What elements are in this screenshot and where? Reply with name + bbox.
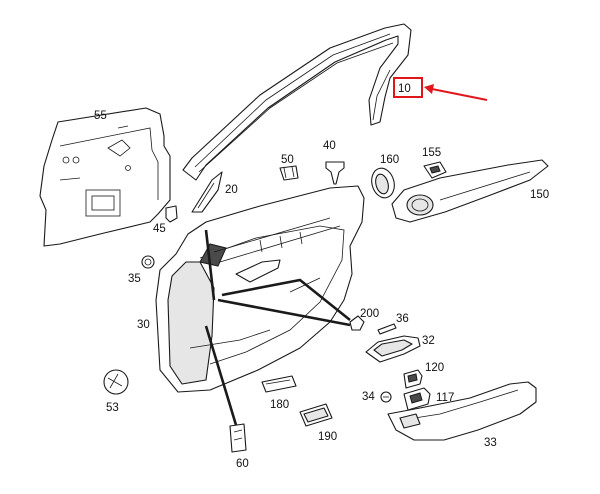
label-34: 34 xyxy=(362,391,375,403)
part-60-connector xyxy=(229,423,247,453)
label-190: 190 xyxy=(318,431,337,443)
label-30: 30 xyxy=(137,319,150,331)
part-190-lamp-module xyxy=(299,403,333,427)
highlight-arrow-head xyxy=(424,84,434,94)
part-200-clip xyxy=(349,315,365,331)
part-180-lamp xyxy=(261,375,297,393)
label-120: 120 xyxy=(425,362,444,374)
part-150-upper-trim xyxy=(391,159,549,223)
label-32: 32 xyxy=(422,335,435,347)
label-150: 150 xyxy=(530,189,549,201)
label-33: 33 xyxy=(484,437,497,449)
part-55-door-carrier-panel xyxy=(39,107,171,247)
highlight-part-10 xyxy=(393,77,488,101)
part-32-handle-bezel xyxy=(365,335,421,363)
part-40-clip xyxy=(325,161,345,185)
part-120-switch-block xyxy=(403,369,423,389)
part-35-grommet xyxy=(141,255,155,269)
label-180: 180 xyxy=(270,399,289,411)
label-200: 200 xyxy=(360,308,379,320)
part-53-tool xyxy=(103,369,129,395)
part-155-switch xyxy=(423,161,447,179)
part-34-screw xyxy=(380,391,392,403)
label-50: 50 xyxy=(281,154,294,166)
part-160-speaker-cover xyxy=(371,167,395,199)
part-10-window-frame-trim xyxy=(182,23,412,181)
part-45-clip xyxy=(165,205,178,223)
label-117: 117 xyxy=(436,392,454,404)
label-55: 55 xyxy=(94,110,107,122)
part-20-mirror-triangle-trim xyxy=(191,171,223,213)
label-60: 60 xyxy=(236,458,249,470)
leader-lines xyxy=(204,229,351,426)
label-160: 160 xyxy=(380,154,399,166)
label-155: 155 xyxy=(422,147,441,159)
label-20: 20 xyxy=(225,184,238,196)
label-35: 35 xyxy=(128,273,141,285)
part-117-switch-panel xyxy=(403,387,431,411)
label-10: 10 xyxy=(398,83,411,95)
part-36-trim xyxy=(377,323,397,335)
label-40: 40 xyxy=(323,140,336,152)
highlight-arrow-shaft xyxy=(431,88,488,101)
label-36: 36 xyxy=(396,313,409,325)
part-33-armrest xyxy=(387,381,537,441)
label-45: 45 xyxy=(153,223,166,235)
part-labels: 10 55 40 50 160 155 20 150 45 35 200 36 … xyxy=(94,83,549,470)
highlight-box xyxy=(393,77,423,98)
label-53: 53 xyxy=(106,402,119,414)
part-50-clip xyxy=(279,165,299,181)
